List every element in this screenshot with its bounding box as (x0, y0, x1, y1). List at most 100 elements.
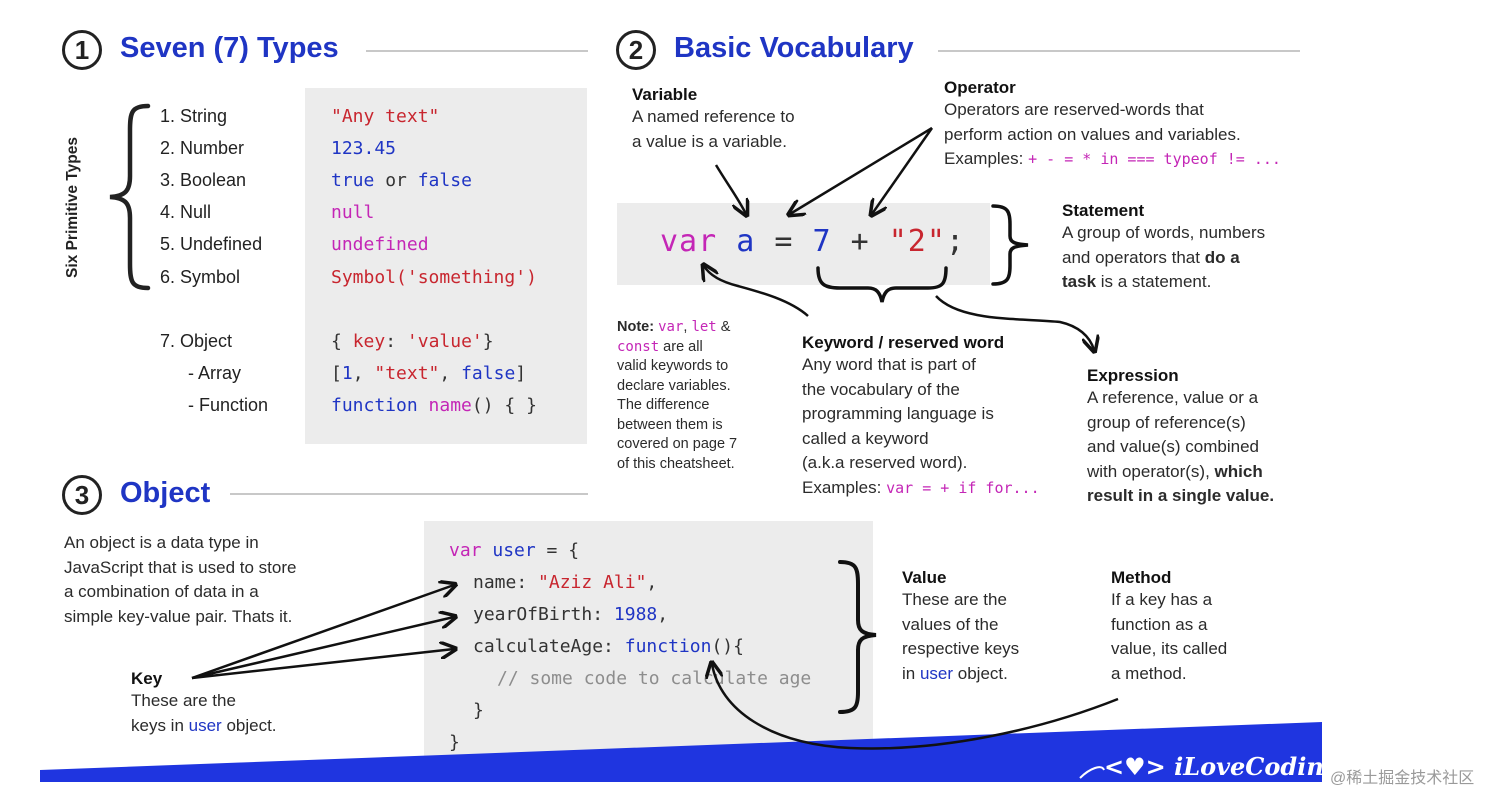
note-line-4: declare variables. (617, 377, 731, 394)
operator-block: Operator Operators are reserved-words th… (944, 78, 1281, 172)
note-line-2: const are all (617, 338, 767, 358)
example-or: or (374, 170, 418, 191)
key-line-1: These are the (131, 691, 236, 710)
keyword-examples: Examples: var = + if for... (802, 476, 1040, 501)
code-function-open: (){ (711, 636, 744, 657)
primitive-types-brace (109, 103, 151, 291)
example-array-open: [ (331, 363, 342, 384)
method-line-3: value, its called (1111, 639, 1228, 658)
object-code-line-1: var user = { (449, 540, 579, 561)
type-item-number: 2. Number (160, 138, 245, 158)
object-code-line-2: name: "Aziz Ali", (473, 572, 657, 593)
section-title-vocabulary: Basic Vocabulary (674, 32, 914, 64)
ilovecoding-logo: <♥> iLoveCoding (1104, 752, 1341, 781)
object-description-line-2: JavaScript that is used to store (64, 557, 297, 577)
value-line-2: values of the (902, 614, 999, 634)
section-number-3: 3 (62, 475, 102, 515)
example-null: null (331, 202, 375, 223)
example-object: { key: 'value'} (331, 331, 494, 352)
note-text: are all (659, 338, 703, 355)
example-number: 123.45 (331, 138, 397, 159)
section-divider-2 (938, 50, 1300, 52)
watermark: @稀土掘金技术社区 (1330, 770, 1475, 787)
operator-title: Operator (944, 78, 1016, 97)
code-value-name: "Aziz Ali" (538, 572, 647, 593)
statement-code: var a = 7 + "2"; (660, 224, 965, 259)
example-false: false (417, 170, 472, 191)
statement-two: "2" (888, 224, 946, 259)
code-key-name: name (473, 572, 517, 593)
statement-semicolon: ; (945, 224, 965, 259)
example-function-body: () { } (471, 395, 537, 416)
object-code-line-6: } (473, 700, 484, 721)
object-code-line-4: calculateAge: function(){ (473, 636, 744, 657)
expression-line-5: result in a single value. (1087, 484, 1274, 509)
section-divider-3 (230, 493, 588, 495)
keyword-block: Keyword / reserved word Any word that is… (802, 333, 1040, 500)
expression-line-2: group of reference(s) (1087, 412, 1246, 432)
type-item-array: - Array (188, 363, 242, 383)
statement-a: a (717, 224, 756, 259)
type-item-undefined: 5. Undefined (160, 234, 263, 254)
example-function-keyword: function (331, 395, 418, 416)
example-array-false: false (461, 363, 516, 384)
key-title: Key (131, 669, 163, 688)
method-title: Method (1111, 568, 1172, 587)
example-array-one: 1 (341, 363, 353, 384)
type-item-null: 4. Null (160, 202, 212, 222)
section-title-object: Object (120, 477, 211, 509)
note-line-3: valid keywords to (617, 358, 729, 374)
code-user-name: user (481, 540, 536, 561)
object-description-line-1: An object is a data type in (64, 533, 259, 552)
variable-line-1: A named reference to (632, 107, 795, 126)
expression-line-4-bold: which (1214, 461, 1263, 481)
operator-examples: Examples: + - = * in === typeof != ... (944, 147, 1281, 172)
example-boolean: true or false (331, 170, 472, 191)
expression-line-4-text: with operator(s), (1087, 461, 1215, 481)
code-comma: , (657, 604, 669, 625)
example-string: "Any text" (331, 106, 440, 127)
expression-line-5-bold: result in a single value. (1087, 486, 1275, 505)
example-array-sep: , (439, 363, 462, 384)
note-keyword-var: var (658, 319, 684, 335)
note-line-5: The difference (617, 397, 710, 413)
note-keyword-let: let (691, 319, 717, 335)
example-function: function name() { } (331, 395, 537, 416)
section-title-types: Seven (7) Types (120, 32, 339, 64)
method-line-4: a method. (1111, 663, 1187, 683)
type-item-object: 7. Object (160, 331, 233, 351)
statement-seven: 7 (812, 224, 832, 259)
code-colon: : (592, 604, 614, 625)
statement-block: Statement A group of words, numbers and … (1062, 201, 1265, 295)
expression-block: Expression A reference, value or a group… (1087, 366, 1274, 509)
note-line-1: Note: var, let & (617, 318, 767, 338)
example-true: true (331, 170, 375, 191)
code-var-keyword: var (449, 540, 482, 561)
example-array-close: ] (515, 363, 527, 384)
keyword-line-4: called a keyword (802, 428, 929, 448)
expression-line-3: and value(s) combined (1087, 437, 1259, 456)
expression-line-1: A reference, value or a (1087, 388, 1259, 407)
keyword-line-2: the vocabulary of the (802, 379, 960, 399)
value-title: Value (902, 568, 947, 587)
operator-line-1: Operators are reserved-words that (944, 100, 1204, 119)
example-array: [1, "text", false] (331, 363, 526, 384)
statement-line-3-text: is a statement. (1096, 272, 1212, 291)
example-object-colon: : (385, 331, 407, 352)
expression-line-4: with operator(s), which (1087, 460, 1274, 485)
example-object-close: } (482, 331, 494, 352)
object-description: An object is a data type in JavaScript t… (64, 531, 296, 629)
method-line-2: function as a (1111, 614, 1208, 634)
code-value-year: 1988 (613, 604, 658, 625)
code-colon: : (516, 572, 539, 593)
note-line-7: covered on page 7 (617, 436, 738, 452)
statement-title: Statement (1062, 201, 1145, 220)
keyword-examples-code: var = + if for... (886, 478, 1040, 497)
note-label: Note: (617, 319, 655, 335)
code-function-keyword: function (624, 636, 712, 657)
statement-line-3: task is a statement. (1062, 270, 1265, 295)
note-line-6: between them is (617, 416, 723, 433)
statement-line-2: and operators that do a (1062, 246, 1265, 271)
value-block: Value These are the values of the respec… (902, 568, 1019, 686)
